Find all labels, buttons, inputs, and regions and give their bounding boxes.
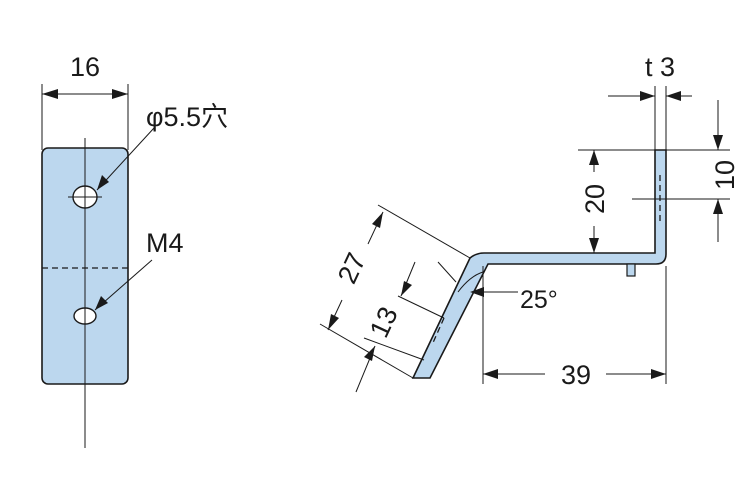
thickness-label: t 3 <box>645 52 675 82</box>
ext-13-top <box>397 295 445 319</box>
vertical-dim-label: 20 <box>580 184 610 214</box>
arrow-left <box>42 89 58 99</box>
arrow-39-left <box>483 369 498 379</box>
ext-27-bottom <box>319 323 414 379</box>
arrow-10-bottom <box>713 199 723 214</box>
thread-leader-arrow <box>95 296 108 310</box>
arrow-13-bottom <box>364 346 375 361</box>
side-profile <box>411 149 667 379</box>
arrow-39-right <box>651 369 666 379</box>
slant-length-label: 27 <box>332 248 372 288</box>
slant-hole-hidden <box>431 317 445 346</box>
arrow-t-right <box>666 91 681 101</box>
angle-arrow <box>470 287 484 297</box>
arrow-13-top <box>401 281 412 296</box>
slant-hole-label: 13 <box>364 302 404 342</box>
arrow-20-bottom <box>589 238 599 253</box>
arrow-t-left <box>640 91 655 101</box>
angle-tick <box>437 261 457 283</box>
angle-label: 25° <box>520 286 558 314</box>
arrow-27-bottom <box>328 314 339 330</box>
hole-leader-arrow <box>97 175 109 190</box>
horizontal-dim-label: 39 <box>561 360 591 390</box>
angle-arc <box>457 271 484 293</box>
side-view: t 3 10 20 39 25° <box>319 52 740 393</box>
nub <box>626 263 636 277</box>
arrow-20-top <box>589 150 599 165</box>
front-view: 16 φ5.5穴 M4 <box>41 52 228 448</box>
width-dim-label: 16 <box>70 52 100 82</box>
ext-13-bottom <box>363 337 425 361</box>
hole-label: φ5.5穴 <box>146 102 228 132</box>
arrow-right <box>112 89 128 99</box>
upper-leg-label: 10 <box>710 160 740 190</box>
thread-label: M4 <box>146 228 184 258</box>
arrow-27-top <box>372 212 383 228</box>
ext-27-top <box>377 204 471 259</box>
arrow-10-top <box>713 135 723 150</box>
